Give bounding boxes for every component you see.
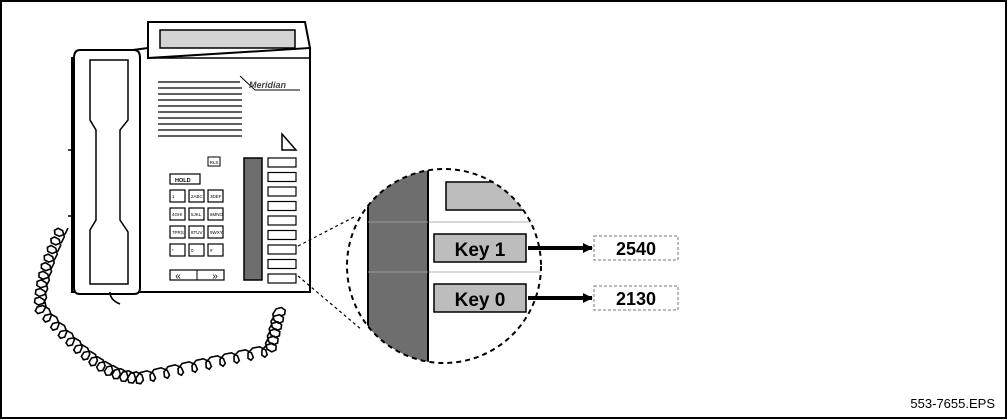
dialpad-key-label: 0 [191,248,194,253]
dialpad-key[interactable] [188,243,205,257]
dialpad-key[interactable] [188,225,205,239]
release-key-label: RLS [210,160,219,165]
dialpad-key[interactable] [207,243,224,257]
key-1-button[interactable] [433,233,527,263]
programmable-key[interactable] [267,215,297,226]
dialpad-key-label: 2ABC [191,194,204,199]
key-1-number-box [593,235,679,261]
dialpad-key-label: 5JKL [191,212,202,217]
telephone: Meridian RLS HOLD 1 2ABC 3DEF 4GHI 5JKL 6MNO 7… [33,21,312,385]
dialpad-key-label: 6MNO [210,212,224,217]
dialpad-key[interactable] [169,189,186,203]
callout-leader-top [297,215,357,247]
handset [68,49,141,295]
dialpad-key[interactable] [207,225,224,239]
key-0-number: 2130 [616,289,656,309]
programmable-key[interactable] [267,171,297,183]
dialpad-key-label: # [210,248,213,253]
programmable-key[interactable] [267,157,297,168]
dialpad-key-label: 8TUV [191,230,203,235]
dialpad-key-label: * [172,248,174,253]
dialpad-key[interactable] [188,189,205,203]
brand-label: Meridian [249,80,287,90]
programmable-key[interactable] [267,258,297,270]
volume-up-icon: » [212,271,218,282]
key-1-label: Key 1 [455,240,506,261]
hold-key-label: HOLD [175,178,191,184]
key-0-number-box [593,285,679,311]
zoomed-feature-strip [367,169,429,363]
dialpad-key-label: 7PRS [172,230,184,235]
dialpad-key-label: 9WXY [210,230,223,235]
programmable-key[interactable] [267,200,297,212]
dialpad-key-label: 4GHI [172,212,183,217]
release-key[interactable] [207,156,221,167]
key-0-label: Key 0 [455,290,506,311]
programmable-key[interactable] [267,244,297,255]
magnifier-callout: Key 1 Key 0 2540 2130 [297,168,679,364]
volume-control[interactable]: « » [169,269,225,282]
dialpad-key[interactable] [169,243,186,257]
volume-down-icon: « [175,271,181,282]
dialpad-key-label: 1 [172,194,175,199]
dialpad-key[interactable] [188,207,205,221]
dialpad-key-label: 3DEF [210,194,222,199]
feature-key-strip [243,157,263,281]
figure-id: 553-7655.EPS [910,396,995,411]
dialpad-key[interactable] [169,207,186,221]
speaker-grille [158,81,242,137]
handset-cord [33,227,287,385]
programmable-key[interactable] [267,273,297,284]
programmable-key[interactable] [267,229,297,241]
key-0-button[interactable] [433,283,527,313]
dialpad-key[interactable] [207,189,224,203]
programmable-keys [267,157,297,284]
programmable-key[interactable] [267,186,297,197]
dialpad-key[interactable] [207,207,224,221]
magnifier-circle [346,168,542,364]
hold-key[interactable] [169,173,201,185]
dialpad-key[interactable] [169,225,186,239]
message-indicator-icon [281,132,298,151]
phone-display [147,21,312,60]
dialpad: 1 2ABC 3DEF 4GHI 5JKL 6MNO 7PRS 8TUV 9WXY * 0 # [169,189,224,257]
callout-leader-bottom [297,275,363,331]
key-1-number: 2540 [616,239,656,259]
